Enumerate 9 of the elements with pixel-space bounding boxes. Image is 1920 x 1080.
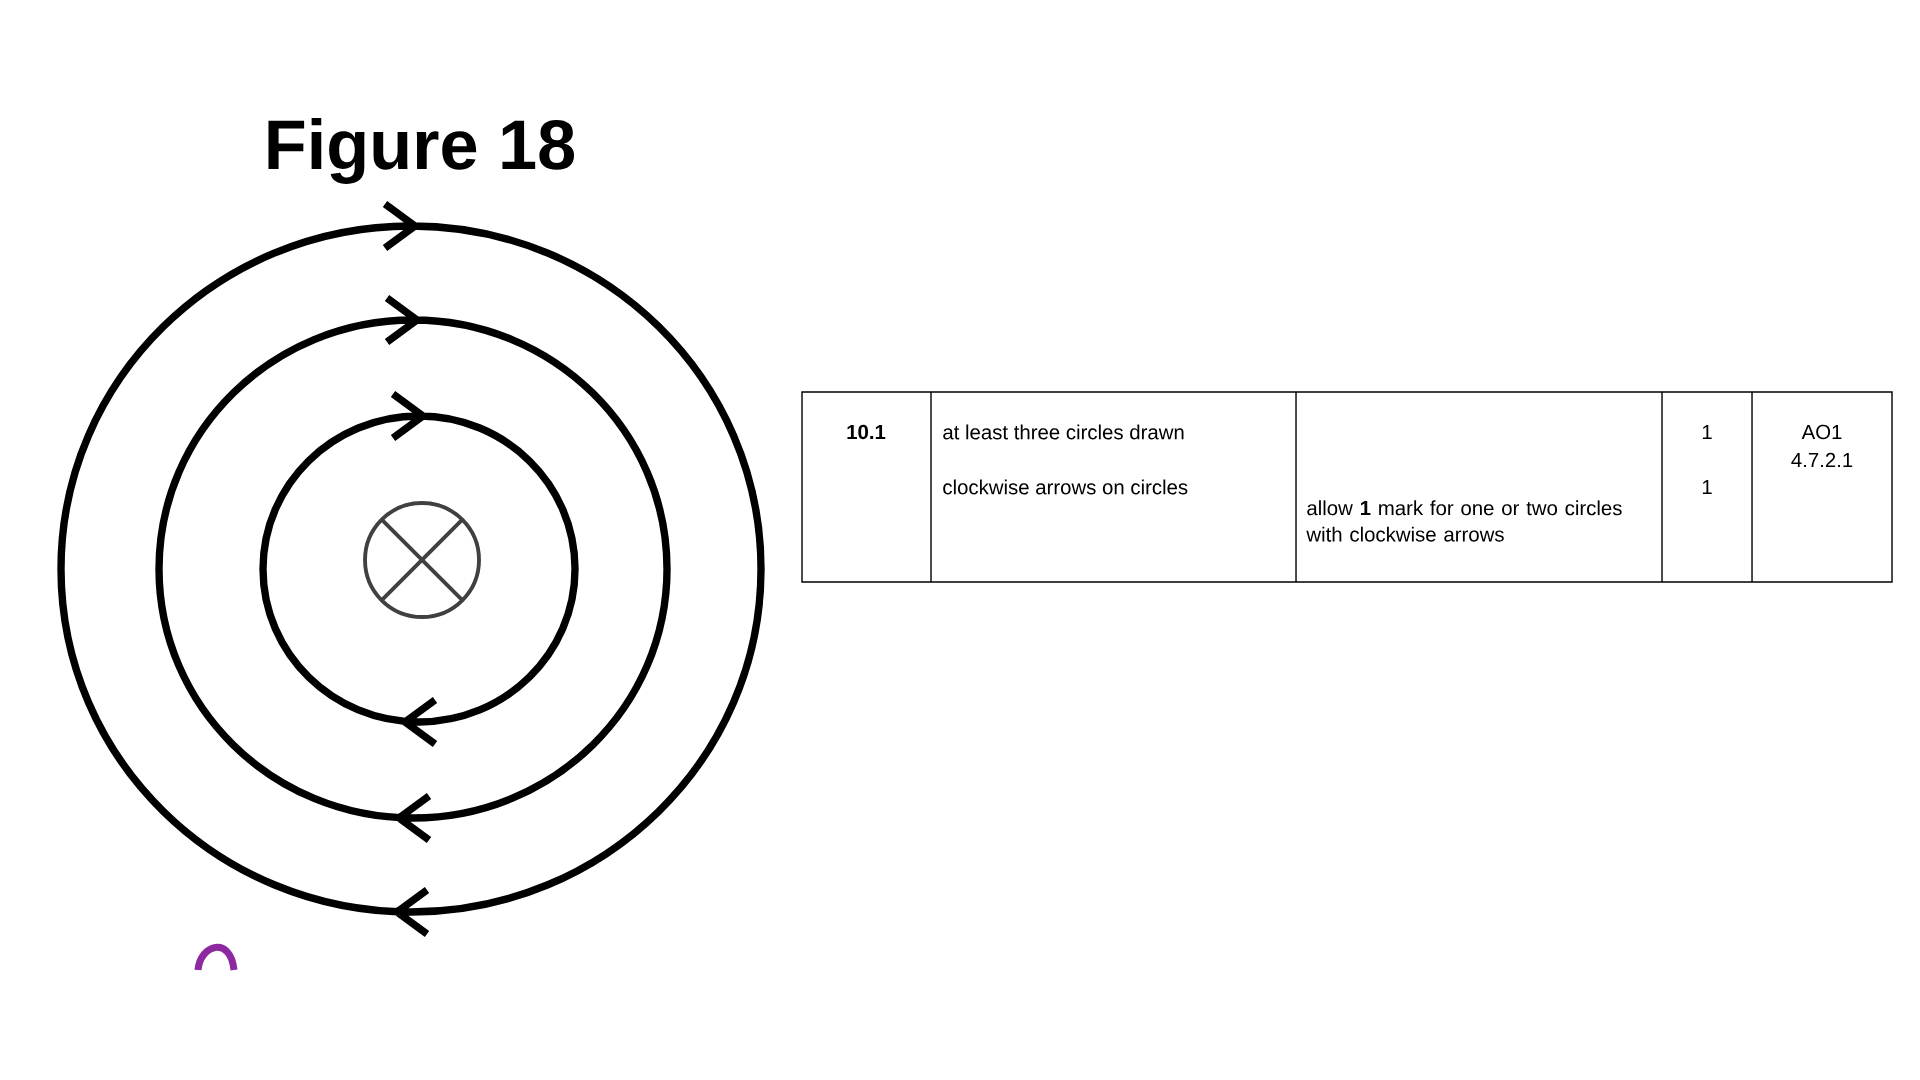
table-text: allow 1 mark for one or two circles with clockwise arrows	[1306, 500, 1622, 542]
figure-title: Figure 18	[268, 118, 575, 184]
table-text: at least three circles drawn	[943, 424, 1184, 440]
table-text: 1	[1702, 479, 1712, 494]
table-text: 4.7.2.1	[1791, 452, 1853, 468]
table-text: 10.1	[847, 424, 886, 440]
table-text: clockwise arrows on circles	[943, 479, 1188, 495]
table-text: AO1	[1801, 424, 1842, 440]
table-text: 1	[1702, 424, 1712, 439]
